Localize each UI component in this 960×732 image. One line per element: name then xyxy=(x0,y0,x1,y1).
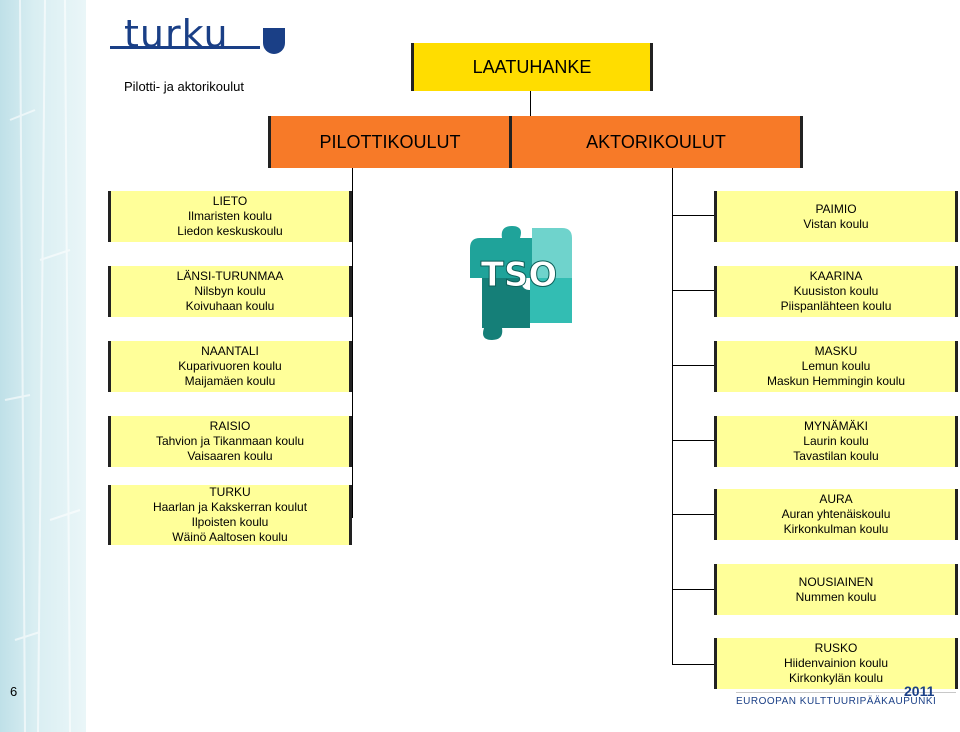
box-line: Ilpoisten koulu xyxy=(191,515,269,529)
box-line: Lemun koulu xyxy=(801,359,871,373)
bamboo-pattern xyxy=(4,0,81,732)
box-line: Piispanlähteen koulu xyxy=(780,299,892,313)
footer-logo: 2011 xyxy=(904,683,935,699)
box-line: Wäinö Aaltosen koulu xyxy=(172,530,288,544)
box-line: Ilmaristen koulu xyxy=(187,209,273,223)
box-line: Vistan koulu xyxy=(803,216,869,231)
connector xyxy=(672,589,714,590)
box-title: NAANTALI xyxy=(201,344,259,358)
box-line: Hiidenvainion koulu xyxy=(783,656,889,670)
box-line: Maskun Hemmingin koulu xyxy=(766,374,906,388)
box-line: Vaisaaren koulu xyxy=(187,449,273,463)
connector xyxy=(672,514,714,515)
box-title: LÄNSI-TURUNMAA xyxy=(176,269,284,283)
puzzle-piece-3 xyxy=(482,278,530,340)
box-line: Laurin koulu xyxy=(803,434,869,448)
box-line: Koivuhaan koulu xyxy=(185,299,275,313)
box-title: MYNÄMÄKI xyxy=(803,419,868,433)
school-box-lieto: LIETO Ilmaristen koulu Liedon keskuskoul… xyxy=(108,191,352,242)
box-title: LIETO xyxy=(212,194,248,208)
puzzle-piece-4 xyxy=(530,278,572,323)
connector-top xyxy=(530,91,531,116)
box-line: Maijamäen koulu xyxy=(184,374,276,388)
connector-left-vertical xyxy=(352,168,353,518)
connector-right-vertical xyxy=(672,168,673,665)
page-subtitle: Pilotti- ja aktorikoulut xyxy=(124,79,244,94)
crest-icon xyxy=(263,28,285,54)
school-box-turku: TURKU Haarlan ja Kakskerran koulut Ilpoi… xyxy=(108,485,352,545)
box-title: RUSKO xyxy=(814,641,858,655)
puzzle-piece-1 xyxy=(470,226,532,278)
box-title: NOUSIAINEN xyxy=(798,574,874,589)
logo-text: turku xyxy=(124,12,229,56)
school-box-rusko: RUSKO Hiidenvainion koulu Kirkonkylän ko… xyxy=(714,638,958,689)
connector xyxy=(672,290,714,291)
box-line: Tavastilan koulu xyxy=(793,449,879,463)
footer-divider xyxy=(736,692,956,693)
school-box-mynamaki: MYNÄMÄKI Laurin koulu Tavastilan koulu xyxy=(714,416,958,467)
box-title: RAISIO xyxy=(209,419,251,433)
school-box-lansi-turunmaa: LÄNSI-TURUNMAA Nilsbyn koulu Koivuhaan k… xyxy=(108,266,352,317)
box-title: PAIMIO xyxy=(815,201,857,216)
school-box-aura: AURA Auran yhtenäiskoulu Kirkonkulman ko… xyxy=(714,489,958,540)
box-title: MASKU xyxy=(814,344,858,358)
box-title: KAARINA xyxy=(809,269,863,283)
box-line: Kirkonkulman koulu xyxy=(783,522,889,536)
school-box-masku: MASKU Lemun koulu Maskun Hemmingin koulu xyxy=(714,341,958,392)
pilottikoulut-header: PILOTTIKOULUT xyxy=(268,116,512,168)
box-line: Liedon keskuskoulu xyxy=(177,224,283,238)
box-line: Kirkonkylän koulu xyxy=(788,671,884,685)
puzzle-text: TSO xyxy=(481,255,558,295)
connector xyxy=(672,440,714,441)
box-title: TURKU xyxy=(209,485,251,499)
laatuhanke-box: LAATUHANKE xyxy=(411,43,653,91)
school-box-paimio: PAIMIO Vistan koulu xyxy=(714,191,958,242)
page-number: 6 xyxy=(10,684,18,699)
school-box-nousiainen: NOUSIAINEN Nummen koulu xyxy=(714,564,958,615)
box-line: Kuparivuoren koulu xyxy=(178,359,282,373)
school-box-kaarina: KAARINA Kuusiston koulu Piispanlähteen k… xyxy=(714,266,958,317)
box-title: AURA xyxy=(819,492,853,506)
aktorikoulut-header: AKTORIKOULUT xyxy=(512,116,803,168)
box-line: Haarlan ja Kakskerran koulut xyxy=(152,500,308,514)
box-line: Nummen koulu xyxy=(795,589,877,604)
footer-text: EUROOPAN KULTTUURIPÄÄKAUPUNKI xyxy=(736,696,937,707)
connector xyxy=(672,215,714,216)
box-line: Auran yhtenäiskoulu xyxy=(781,507,891,521)
connector xyxy=(672,664,714,665)
school-box-naantali: NAANTALI Kuparivuoren koulu Maijamäen ko… xyxy=(108,341,352,392)
puzzle-piece-2 xyxy=(532,228,572,290)
tso-puzzle-icon: TSO xyxy=(470,226,572,340)
decorative-sidebar xyxy=(0,0,86,732)
connector xyxy=(672,365,714,366)
box-line: Tahvion ja Tikanmaan koulu xyxy=(155,434,305,448)
box-line: Nilsbyn koulu xyxy=(194,284,266,298)
logo-underline xyxy=(110,46,260,49)
box-line: Kuusiston koulu xyxy=(793,284,879,298)
school-box-raisio: RAISIO Tahvion ja Tikanmaan koulu Vaisaa… xyxy=(108,416,352,467)
